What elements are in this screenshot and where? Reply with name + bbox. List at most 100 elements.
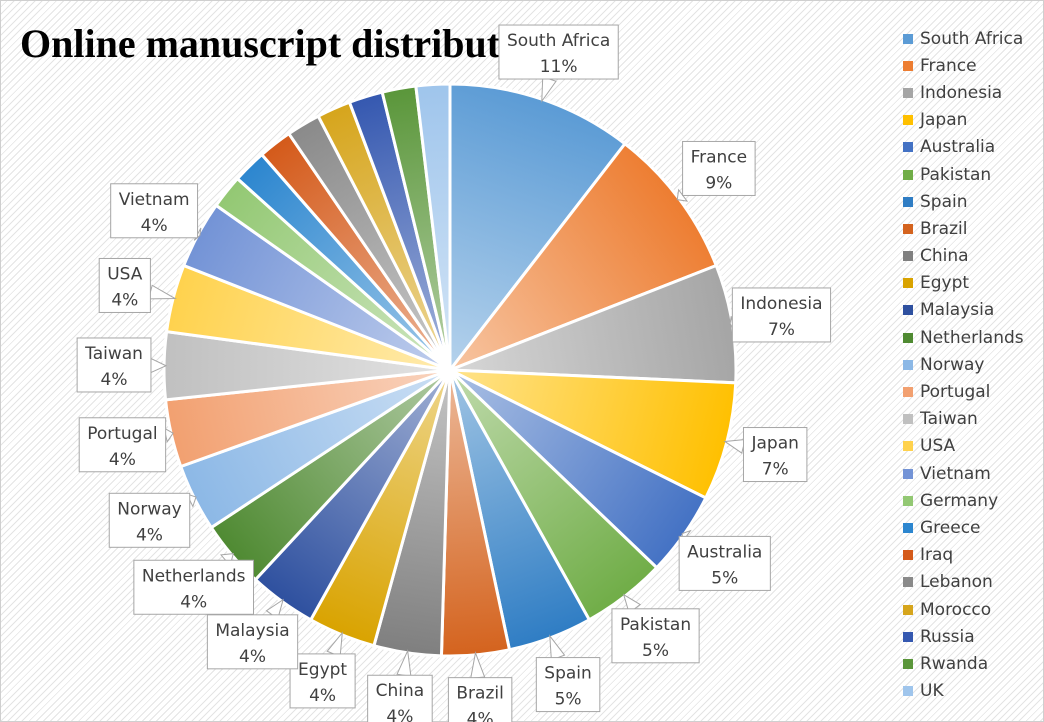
data-label-name: Portugal — [87, 424, 157, 444]
data-label-brazil: Brazil 4% — [447, 651, 513, 722]
data-label-value: 4% — [386, 707, 413, 722]
data-label-box-fill — [683, 142, 755, 195]
legend-label: Vietnam — [920, 463, 991, 484]
legend-label: Malaysia — [920, 300, 995, 321]
data-label-box-fill — [110, 494, 189, 547]
legend-item-china: China — [903, 243, 1024, 270]
legend-label: Greece — [920, 517, 981, 538]
data-label-pointer — [326, 631, 343, 658]
data-label-value: 5% — [642, 641, 669, 661]
legend-item-indonesia: Indonesia — [903, 79, 1024, 106]
legend-label: Portugal — [920, 382, 991, 403]
data-label-value: 4% — [239, 647, 266, 667]
legend-item-norway: Norway — [903, 351, 1024, 378]
data-label-box-fill — [449, 678, 511, 722]
legend-swatch — [903, 251, 913, 262]
legend-label: Brazil — [920, 218, 968, 239]
data-label-pakistan: Pakistan 5% — [611, 593, 700, 664]
data-label-name: Taiwan — [84, 344, 143, 364]
legend-item-portugal: Portugal — [903, 378, 1024, 405]
legend-label: Spain — [920, 191, 968, 212]
legend-item-germany: Germany — [903, 487, 1024, 514]
data-label-name: Norway — [117, 499, 182, 519]
legend-label: Iraq — [920, 545, 954, 566]
legend-label: Morocco — [920, 599, 992, 620]
legend-swatch — [903, 60, 913, 71]
legend-label: Australia — [920, 137, 996, 158]
data-label-box-fill — [733, 288, 830, 341]
legend-label: Norway — [920, 354, 985, 375]
legend-swatch — [903, 278, 913, 289]
legend-item-south-africa: South Africa — [903, 25, 1024, 52]
legend-swatch — [903, 169, 913, 180]
legend-item-iraq: Iraq — [903, 542, 1024, 569]
legend-item-greece: Greece — [903, 514, 1024, 541]
legend-label: China — [920, 246, 969, 267]
legend-item-rwanda: Rwanda — [903, 650, 1024, 677]
legend-item-usa: USA — [903, 433, 1024, 460]
data-label-name: USA — [107, 264, 143, 284]
data-label-pointer — [549, 634, 566, 661]
data-label-pointer — [396, 649, 412, 677]
legend-label: Russia — [920, 626, 975, 647]
data-label-indonesia: Indonesia 7% — [729, 287, 832, 343]
legend-swatch — [903, 196, 913, 207]
legend-swatch — [903, 468, 913, 479]
legend-item-uk: UK — [903, 678, 1024, 705]
data-label-box-fill — [100, 259, 150, 312]
legend-label: Rwanda — [920, 653, 989, 674]
legend-swatch — [903, 658, 913, 669]
data-label-box-fill — [78, 338, 150, 391]
data-label-box-fill — [744, 428, 806, 481]
data-label-box-fill — [80, 418, 165, 471]
data-label-value: 4% — [467, 710, 494, 722]
legend-swatch — [903, 604, 913, 615]
data-label-box-fill — [291, 654, 355, 707]
data-label-name: Pakistan — [620, 615, 691, 635]
legend-item-lebanon: Lebanon — [903, 569, 1024, 596]
data-label-value: 4% — [111, 290, 138, 310]
legend-item-spain: Spain — [903, 188, 1024, 215]
data-label-value: 4% — [180, 592, 207, 612]
legend-swatch — [903, 414, 913, 425]
data-label-name: Japan — [750, 434, 798, 454]
data-label-name: Brazil — [456, 684, 503, 704]
data-label-value: 7% — [768, 320, 795, 340]
chart-title: Online manuscript distribution — [20, 21, 554, 66]
legend-item-brazil: Brazil — [903, 215, 1024, 242]
data-label-value: 4% — [136, 525, 163, 545]
data-label-name: Indonesia — [740, 294, 822, 314]
legend-item-malaysia: Malaysia — [903, 297, 1024, 324]
data-label-value: 9% — [705, 173, 732, 193]
legend-swatch — [903, 441, 913, 452]
data-label-box-fill — [134, 561, 253, 614]
data-label-name: South Africa — [507, 31, 610, 51]
data-label-box-fill — [111, 184, 197, 237]
data-label-box-fill — [537, 658, 599, 711]
legend-swatch — [903, 631, 913, 642]
legend-label: Egypt — [920, 273, 970, 294]
legend-item-morocco: Morocco — [903, 596, 1024, 623]
legend-item-netherlands: Netherlands — [903, 324, 1024, 351]
legend-item-russia: Russia — [903, 623, 1024, 650]
legend-swatch — [903, 332, 913, 343]
legend-label: Taiwan — [920, 409, 978, 430]
legend-swatch — [903, 142, 913, 153]
data-label-box-fill — [612, 609, 699, 662]
data-label-pointer — [147, 284, 177, 300]
data-label-value: 5% — [711, 568, 738, 588]
data-label-name: Vietnam — [119, 190, 190, 210]
legend-swatch — [903, 33, 913, 44]
data-label-pointer — [723, 438, 746, 454]
legend-swatch — [903, 359, 913, 370]
data-label-name: Australia — [687, 542, 762, 562]
